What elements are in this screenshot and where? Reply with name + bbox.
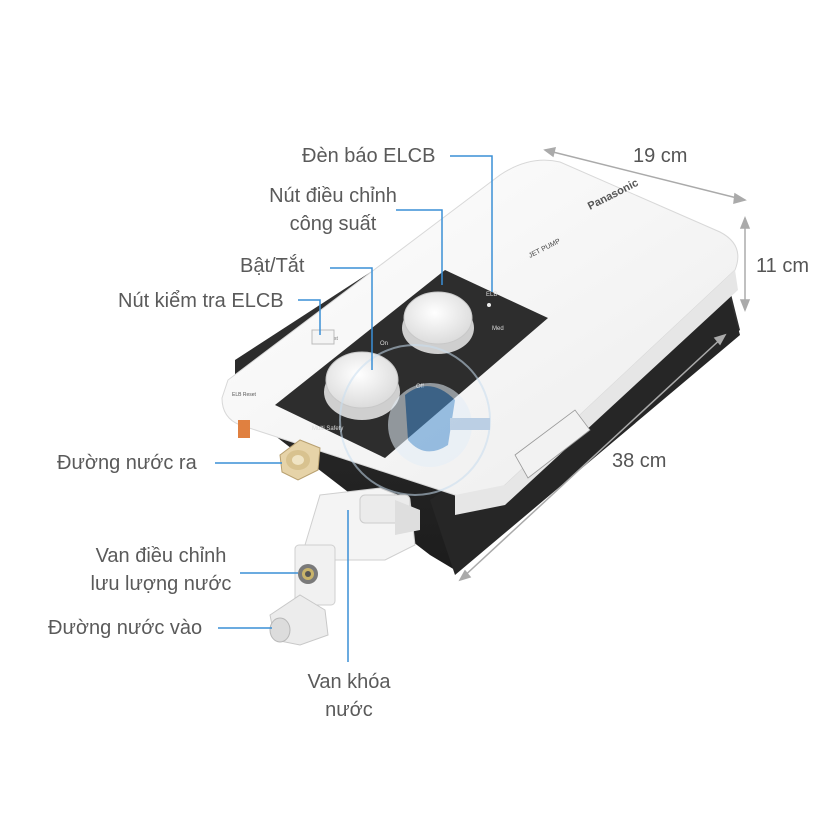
warranty-badge-watermark bbox=[339, 344, 491, 496]
panel-label-med: Med bbox=[492, 326, 504, 332]
on-off-knob[interactable] bbox=[324, 351, 400, 420]
callout-power-knob: Nút điều chỉnh công suất bbox=[252, 182, 414, 238]
dimension-depth: 11 cm bbox=[756, 255, 809, 277]
panel-label-on: On bbox=[380, 341, 388, 347]
callout-water-out: Đường nước ra bbox=[57, 452, 197, 474]
dimension-width: 19 cm bbox=[633, 145, 688, 167]
dimension-length: 38 cm bbox=[612, 450, 667, 472]
callout-flow-valve-line2: lưu lượng nước bbox=[90, 573, 232, 595]
elcb-test-button[interactable] bbox=[311, 329, 335, 345]
water-outlet-fitting bbox=[238, 420, 321, 481]
callout-shutoff-valve: Van khóa nước bbox=[290, 668, 408, 724]
callout-power-knob-line1: Nút điều chỉnh bbox=[269, 185, 397, 207]
panel-label-elcb: ELB bbox=[486, 292, 497, 298]
panel-label-multi-safety: Multi Safety bbox=[312, 426, 343, 432]
shutoff-valve[interactable] bbox=[304, 487, 420, 561]
flow-regulator-valve[interactable] bbox=[294, 544, 336, 606]
callout-on-off: Bật/Tắt bbox=[240, 255, 305, 277]
callout-shutoff-valve-line1: Van khóa bbox=[307, 671, 391, 693]
spec-sticker bbox=[514, 409, 591, 479]
callout-flow-valve: Van điều chỉnh lưu lượng nước bbox=[80, 542, 242, 598]
callout-shutoff-valve-line2: nước bbox=[325, 699, 373, 721]
callout-elcb-test: Nút kiểm tra ELCB bbox=[118, 290, 284, 312]
panel-label-elcb-reset: ELB Reset bbox=[232, 392, 257, 398]
callout-power-knob-line2: công suất bbox=[289, 213, 377, 235]
callout-elcb-indicator: Đèn báo ELCB bbox=[302, 145, 436, 167]
elcb-indicator-light bbox=[487, 303, 491, 307]
water-inlet-fitting bbox=[269, 594, 329, 646]
power-knob[interactable] bbox=[402, 291, 474, 354]
callout-lines bbox=[215, 155, 493, 662]
callout-water-in: Đường nước vào bbox=[48, 617, 203, 639]
dimension-lines bbox=[458, 147, 751, 582]
callout-flow-valve-line1: Van điều chỉnh bbox=[95, 545, 227, 567]
